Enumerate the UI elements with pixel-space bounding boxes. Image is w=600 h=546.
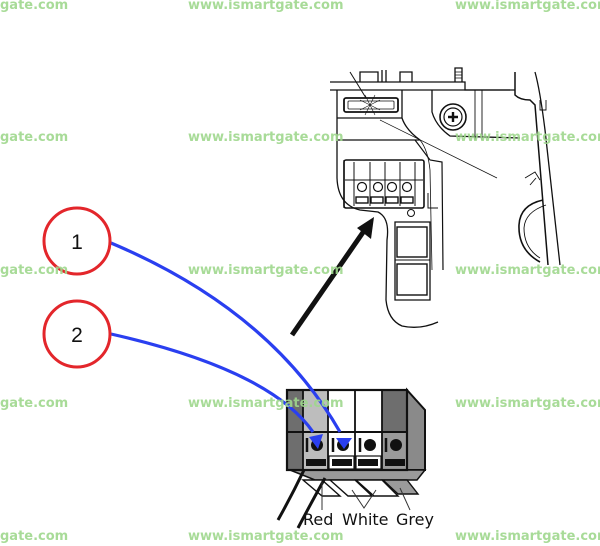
- watermark: www.ismartgate.com: [188, 130, 344, 145]
- callout-1-number: 1: [71, 231, 83, 254]
- callout-leader-1: [110, 241, 352, 449]
- watermark: gate.com: [0, 0, 69, 13]
- wire-label-grey: Grey: [396, 510, 434, 529]
- watermark: www.ismartgate.com: [455, 0, 600, 13]
- wire-label-red: Red: [303, 510, 333, 529]
- pointer-arrow: [289, 217, 374, 337]
- wire-label-white: White: [342, 510, 389, 529]
- opener-housing-drawing: [330, 67, 561, 328]
- watermark: gate.com: [0, 529, 69, 544]
- watermark: gate.com: [0, 263, 69, 278]
- watermark: gate.com: [0, 396, 69, 411]
- watermark: www.ismartgate.com: [455, 263, 600, 278]
- callout-2: 2: [42, 299, 112, 369]
- watermark: www.ismartgate.com: [188, 263, 344, 278]
- terminal-hole-3: [364, 439, 376, 451]
- terminal-hole-4: [390, 439, 402, 451]
- callout-2-number: 2: [71, 324, 83, 347]
- watermark: www.ismartgate.com: [188, 396, 344, 411]
- watermark: www.ismartgate.com: [188, 529, 344, 544]
- watermark: www.ismartgate.com: [455, 529, 600, 544]
- callout-1: 1: [42, 206, 112, 276]
- watermark: www.ismartgate.com: [188, 0, 344, 13]
- watermark: gate.com: [0, 130, 69, 145]
- callout-leader-2: [110, 332, 323, 449]
- watermark: www.ismartgate.com: [455, 130, 600, 145]
- watermark: www.ismartgate.com: [455, 396, 600, 411]
